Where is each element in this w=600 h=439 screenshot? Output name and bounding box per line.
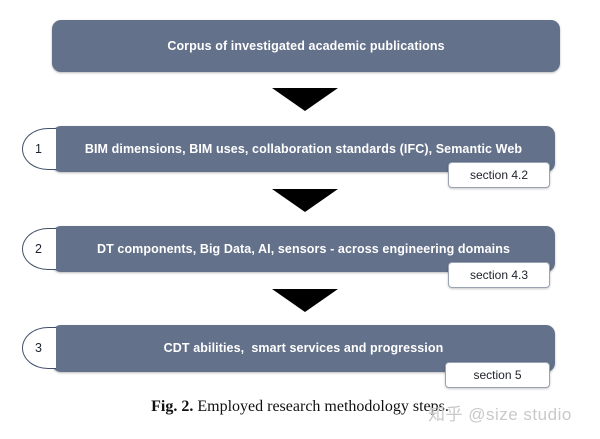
flow-box-corpus-label: Corpus of investigated academic publicat… (167, 38, 445, 53)
flow-box-step-1: BIM dimensions, BIM uses, collaboration … (52, 126, 555, 172)
step-badge-3-number: 3 (35, 340, 42, 355)
arrow-down-icon (272, 289, 338, 312)
flow-box-step-1-label: BIM dimensions, BIM uses, collaboration … (84, 141, 523, 156)
section-tag-3: section 5 (445, 362, 550, 388)
flow-box-step-3-label: CDT abilities, smart services and progre… (163, 341, 444, 355)
watermark: 知乎 @size studio (428, 405, 572, 424)
arrow-down-icon (272, 189, 338, 212)
flow-box-step-2: DT components, Big Data, AI, sensors - a… (52, 226, 555, 272)
section-tag-3-label: section 5 (473, 368, 522, 382)
section-tag-1-label: section 4.2 (469, 168, 529, 182)
step-badge-2-number: 2 (35, 241, 42, 256)
step-badge-1-number: 1 (35, 141, 42, 156)
figure-caption-prefix: Fig. 2. (151, 398, 194, 415)
step-badge-2: 2 (22, 228, 56, 270)
figure-caption-text: Employed research methodology steps. (193, 398, 449, 415)
flow-box-step-2-label: DT components, Big Data, AI, sensors - a… (96, 241, 511, 256)
arrow-down-icon (272, 88, 338, 111)
section-tag-1: section 4.2 (448, 162, 550, 188)
figure-caption: Fig. 2. Employed research methodology st… (0, 398, 600, 416)
section-tag-2: section 4.3 (448, 262, 550, 288)
section-tag-2-label: section 4.3 (469, 268, 529, 282)
flow-box-corpus: Corpus of investigated academic publicat… (52, 20, 560, 72)
step-badge-1: 1 (22, 128, 56, 170)
step-badge-3: 3 (22, 327, 56, 369)
